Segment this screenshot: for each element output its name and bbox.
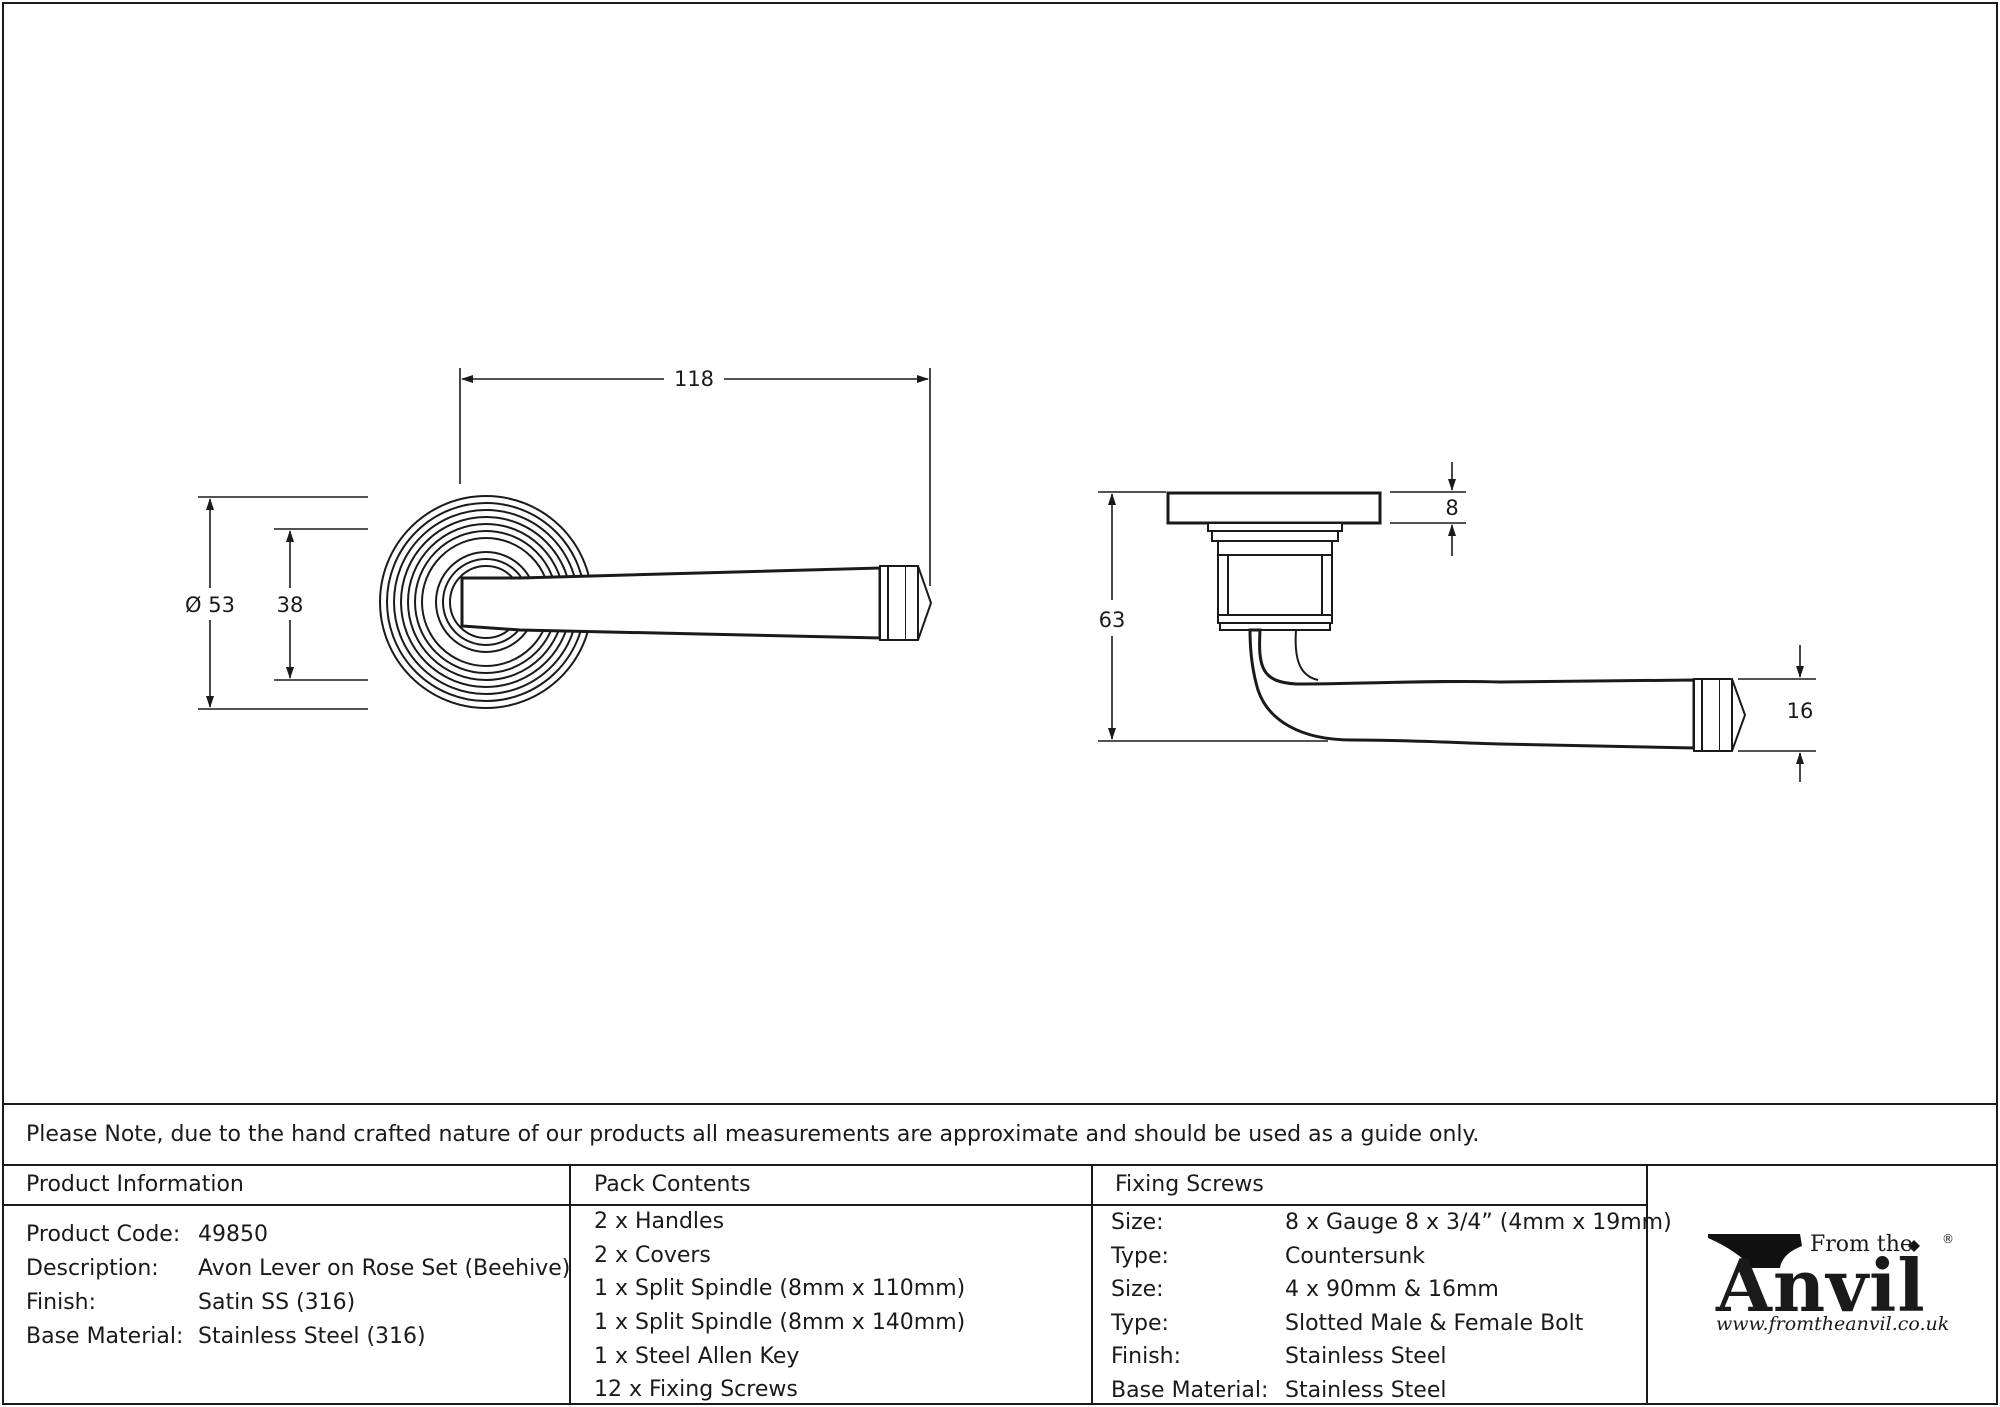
product-info-heading: Product Information bbox=[26, 1172, 244, 1197]
finish-label: Finish: bbox=[26, 1290, 97, 1315]
finish-value: Satin SS (316) bbox=[198, 1290, 356, 1315]
front-view bbox=[379, 495, 933, 709]
screw-size-value: 8 x Gauge 8 x 3/4” (4mm x 19mm) bbox=[1285, 1210, 1672, 1235]
dim-length-label: 118 bbox=[674, 367, 714, 391]
screw-base-material-value: Stainless Steel bbox=[1285, 1378, 1447, 1403]
side-lever-collar bbox=[1693, 678, 1703, 752]
bolt-size-value: 4 x 90mm & 16mm bbox=[1285, 1277, 1499, 1302]
side-neck bbox=[1217, 540, 1333, 616]
side-view bbox=[1166, 491, 1747, 752]
product-code-label: Product Code: bbox=[26, 1222, 181, 1247]
fixing-screws-heading: Fixing Screws bbox=[1115, 1172, 1264, 1197]
side-lever-body bbox=[1248, 628, 1696, 750]
product-code-value: 49850 bbox=[198, 1222, 268, 1247]
front-lever-body bbox=[460, 566, 882, 640]
bolt-size-label: Size: bbox=[1111, 1277, 1164, 1302]
disclaimer-note: Please Note, due to the hand crafted nat… bbox=[26, 1122, 1480, 1147]
list-item: 1 x Steel Allen Key bbox=[594, 1344, 800, 1369]
screw-finish-label: Finish: bbox=[1111, 1344, 1182, 1369]
base-material-value: Stainless Steel (316) bbox=[198, 1324, 426, 1349]
screw-finish-value: Stainless Steel bbox=[1285, 1344, 1447, 1369]
front-lever-collar bbox=[879, 565, 889, 641]
list-item: 1 x Split Spindle (8mm x 140mm) bbox=[594, 1310, 966, 1335]
front-dimensions bbox=[198, 368, 931, 710]
logo-registered: ® bbox=[1942, 1232, 1954, 1246]
dim-inner-rose-label: 38 bbox=[277, 593, 304, 617]
dim-rose-thickness-label: 8 bbox=[1445, 496, 1458, 520]
screw-type-value: Countersunk bbox=[1285, 1244, 1426, 1269]
logo-url: www.fromtheanvil.co.uk bbox=[1716, 1313, 1950, 1335]
dim-projection-label: 63 bbox=[1099, 608, 1126, 632]
dim-rose-diameter-label: Ø 53 bbox=[185, 593, 235, 617]
side-rose-plate bbox=[1166, 491, 1382, 525]
bolt-type-value: Slotted Male & Female Bolt bbox=[1285, 1311, 1584, 1336]
screw-base-material-label: Base Material: bbox=[1111, 1378, 1269, 1403]
list-item: 12 x Fixing Screws bbox=[594, 1377, 798, 1402]
logo-from-the: From the bbox=[1810, 1232, 1913, 1257]
description-label: Description: bbox=[26, 1256, 159, 1281]
bolt-type-label: Type: bbox=[1111, 1311, 1169, 1336]
side-dimensions bbox=[1098, 462, 1816, 782]
list-item: 1 x Split Spindle (8mm x 110mm) bbox=[594, 1276, 966, 1301]
logo-brand: Anvil bbox=[1716, 1243, 1926, 1328]
screw-type-label: Type: bbox=[1111, 1244, 1169, 1269]
screw-size-label: Size: bbox=[1111, 1210, 1164, 1235]
pack-contents-heading: Pack Contents bbox=[594, 1172, 751, 1197]
dim-grip-height-label: 16 bbox=[1787, 699, 1814, 723]
description-value: Avon Lever on Rose Set (Beehive) bbox=[198, 1256, 571, 1281]
list-item: 2 x Covers bbox=[594, 1243, 711, 1268]
anvil-logo-mark bbox=[1708, 1234, 1920, 1268]
info-table-grid bbox=[3, 1103, 1997, 1404]
list-item: 2 x Handles bbox=[594, 1209, 725, 1234]
base-material-label: Base Material: bbox=[26, 1324, 184, 1349]
